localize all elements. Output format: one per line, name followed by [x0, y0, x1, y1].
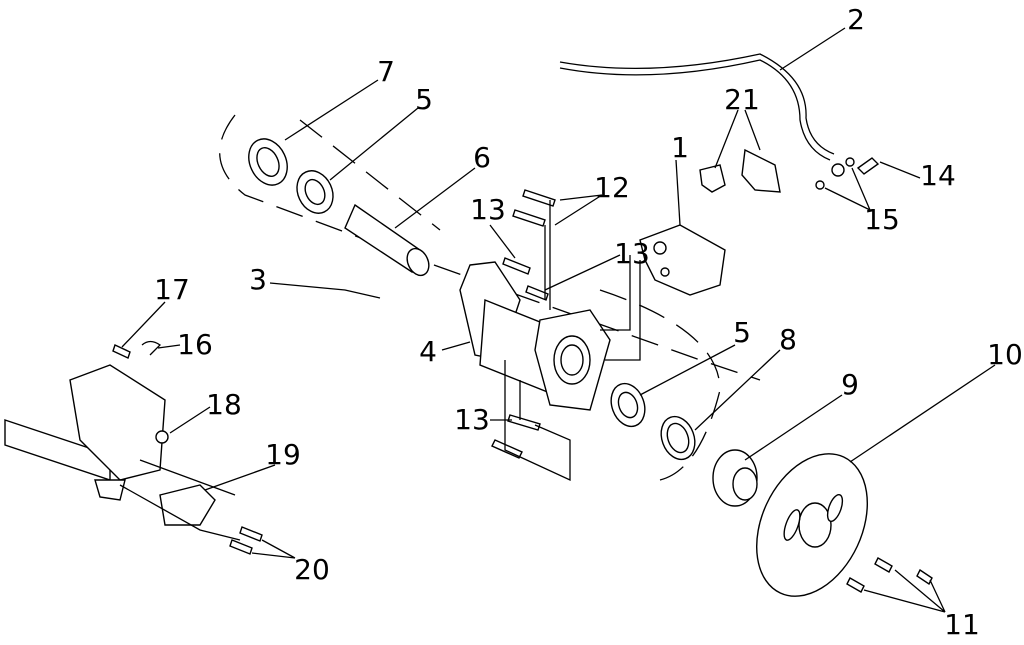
callout-12: 12 [594, 171, 630, 204]
hub-9 [712, 449, 758, 507]
callout-15: 15 [864, 203, 900, 236]
washer-15a [815, 180, 825, 190]
bearing-5-lower [610, 382, 646, 428]
disc-bolt-11c [846, 577, 865, 593]
banjo-fitting [831, 163, 845, 177]
callout-4: 4 [419, 335, 437, 368]
frame-bracket [4, 364, 166, 501]
oil-seal-8 [660, 415, 696, 461]
callout-10: 10 [987, 338, 1023, 371]
bolt-20b [229, 539, 253, 555]
callout-2: 2 [847, 3, 865, 36]
oil-seal-7 [248, 138, 288, 186]
brake-hose-outline [559, 53, 835, 155]
callout-9: 9 [841, 368, 859, 401]
disc-bolt-11a [874, 557, 893, 573]
callout-11: 11 [944, 608, 980, 641]
callout-7: 7 [377, 55, 395, 88]
callout-17: 17 [154, 273, 190, 306]
callout-20: 20 [294, 553, 330, 586]
banjo-bolt-14 [856, 157, 880, 175]
callout-6: 6 [473, 141, 491, 174]
axle-housing-4 [459, 261, 611, 411]
bolt-17 [112, 344, 131, 359]
callout-5: 5 [415, 83, 433, 116]
assembly-guide-lines [119, 459, 241, 541]
mount-bracket-19 [159, 484, 216, 526]
washer-15b [845, 157, 855, 167]
brake-pad-21a [699, 164, 726, 193]
leader-lines [121, 27, 996, 613]
clip-16 [141, 340, 162, 356]
axis-centerline [219, 114, 761, 381]
sleeve-6 [344, 203, 430, 277]
nut-18 [155, 430, 169, 444]
disc-bolt-11b [916, 568, 933, 586]
callout-16: 16 [177, 328, 213, 361]
bolts-12-13 [491, 189, 641, 482]
callout-8: 8 [779, 323, 797, 356]
brake-caliper-1 [639, 224, 726, 296]
callout-18: 18 [206, 388, 242, 421]
brake-pad-21b [741, 148, 781, 193]
brake-hose [559, 59, 831, 161]
callout-5: 5 [733, 316, 751, 349]
bearing-5-upper [296, 170, 334, 214]
callout-14: 14 [920, 159, 956, 192]
callout-19: 19 [265, 438, 301, 471]
axis-arc [599, 289, 721, 481]
bolt-20a [239, 526, 263, 542]
callout-13: 13 [470, 193, 506, 226]
callout-21: 21 [724, 83, 760, 116]
callout-3: 3 [249, 263, 267, 296]
callout-1: 1 [671, 131, 689, 164]
callout-13: 13 [454, 403, 490, 436]
callout-13: 13 [614, 237, 650, 270]
brake-disc-10 [755, 453, 869, 597]
